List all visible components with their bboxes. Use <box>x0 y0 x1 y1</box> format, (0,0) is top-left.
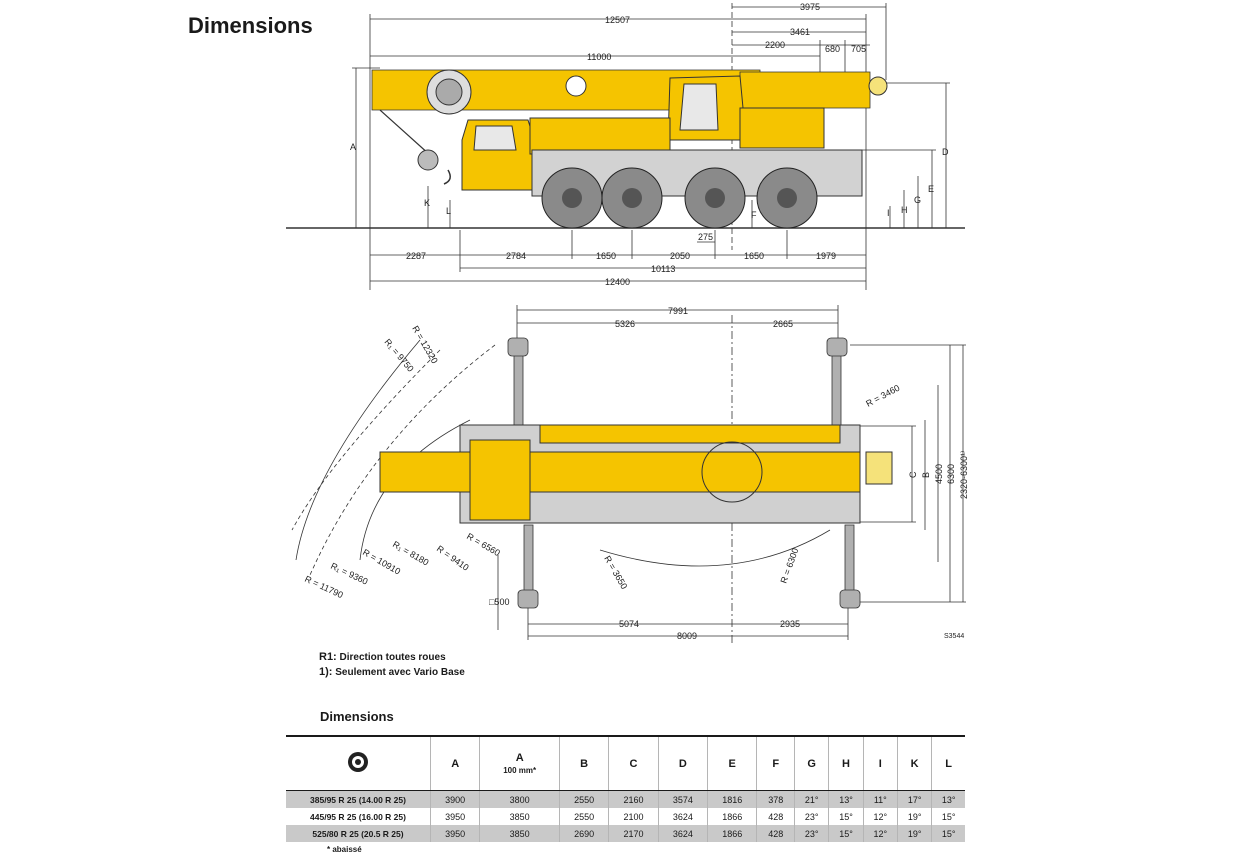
radius-11790: R = 11790 <box>303 574 344 600</box>
crane-side-view: 12507 3975 3461 2200 680 705 11000 2287 … <box>286 2 965 290</box>
label-K: K <box>424 198 430 208</box>
dim-12400: 12400 <box>605 277 630 287</box>
table-footnote: * abaissé <box>327 845 362 854</box>
dim-8009: 8009 <box>677 631 697 641</box>
crane-top-view: 7991 5326 2665 C B 4500 6300 2320-6300¹⁾… <box>291 305 969 645</box>
label-E: E <box>928 184 934 194</box>
radius-3650: R = 3650 <box>602 554 629 591</box>
radius-9410: R = 9410 <box>435 543 471 572</box>
page-title: Dimensions <box>188 13 313 38</box>
header-E: E <box>707 735 757 791</box>
radius-8180: R₁ = 8180 <box>391 539 430 568</box>
dim-11000: 11000 <box>587 52 611 62</box>
drawing-code: S3544 <box>944 633 964 640</box>
header-A: A <box>429 735 480 791</box>
radius-9750: R₁ = 9750 <box>382 337 415 374</box>
tyre-icon <box>286 735 431 791</box>
dim-2665: 2665 <box>773 319 793 329</box>
header-G: G <box>794 735 829 791</box>
dim-2935: 2935 <box>780 619 800 629</box>
dim-3975: 3975 <box>800 2 820 12</box>
dim-12507: 12507 <box>605 15 630 25</box>
dim-2784: 2784 <box>506 251 526 261</box>
dim-705: 705 <box>851 44 866 54</box>
label-D: D <box>942 147 949 157</box>
header-F: F <box>756 735 795 791</box>
header-I: I <box>862 735 898 791</box>
label-C: C <box>908 471 918 478</box>
dim-680: 680 <box>825 44 840 54</box>
label-G: G <box>914 195 921 205</box>
dim-275: 275 <box>698 232 713 242</box>
label-H: H <box>901 205 908 215</box>
header-H: H <box>828 735 864 791</box>
header-B: B <box>558 735 609 791</box>
note-r1: R1: Direction toutes roues <box>319 651 446 663</box>
dim-7991: 7991 <box>668 306 688 316</box>
radius-10910: R = 10910 <box>361 547 402 577</box>
dim-2320-6300: 2320-6300¹⁾ <box>959 451 969 499</box>
label-B: B <box>921 472 931 478</box>
dim-2287: 2287 <box>406 251 426 261</box>
label-I: I <box>887 208 890 218</box>
radius-12320: R = 12320 <box>410 324 440 365</box>
radius-6560: R = 6560 <box>465 531 502 558</box>
header-L: L <box>931 735 965 791</box>
dim-10113: 10113 <box>651 264 675 274</box>
outrigger-pad-size: □500 <box>489 597 509 607</box>
dim-3461: 3461 <box>790 27 810 37</box>
dim-5326: 5326 <box>615 319 635 329</box>
header-C: C <box>608 735 659 791</box>
header-K: K <box>896 735 932 791</box>
table-title: Dimensions <box>320 709 394 724</box>
label-F: F <box>751 210 757 220</box>
header-D: D <box>657 735 708 791</box>
dim-2200: 2200 <box>765 40 785 50</box>
dim-1650-a: 1650 <box>596 251 616 261</box>
dim-2050: 2050 <box>670 251 690 261</box>
dim-1979: 1979 <box>816 251 836 261</box>
dim-5074: 5074 <box>619 619 639 629</box>
radius-9360: R₁ = 9360 <box>329 561 369 587</box>
notes: R1: Direction toutes roues 1): Seulement… <box>319 650 465 680</box>
dim-1650-b: 1650 <box>744 251 764 261</box>
dim-6300: 6300 <box>946 464 956 484</box>
dim-4500: 4500 <box>934 464 944 484</box>
label-L: L <box>446 206 451 216</box>
label-A: A <box>350 142 356 152</box>
radius-3460: R = 3460 <box>864 383 901 409</box>
note-1: 1): Seulement avec Vario Base <box>319 666 465 678</box>
